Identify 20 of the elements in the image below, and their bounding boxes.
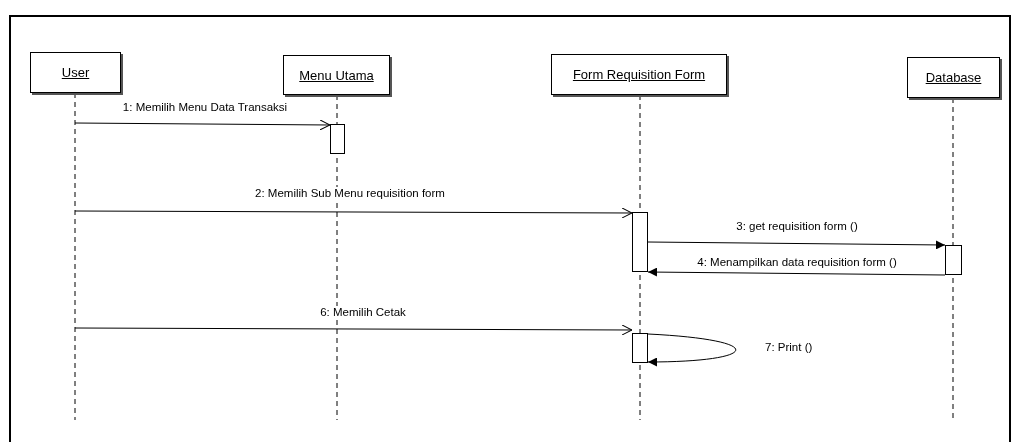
message-label: 2: Memilih Sub Menu requisition form [255,187,445,200]
activation-bar [330,124,345,154]
message-arrow [647,267,946,277]
message-arrow [647,240,946,250]
message-arrow [74,119,331,131]
message-label: 7: Print () [765,341,813,354]
participant-box: Database [907,57,1000,98]
message-label: 4: Menampilkan data requisition form () [697,256,897,269]
participant-box: Form Requisition Form [551,54,727,95]
participant-box: User [30,52,121,93]
activation-bar [632,212,648,272]
activation-bar [945,245,962,275]
message-label: 1: Memilih Menu Data Transaksi [122,101,288,114]
message-arrow [74,324,633,336]
message-label: 6: Memilih Cetak [320,306,406,319]
activation-bar [632,333,648,363]
message-arrow [74,207,633,219]
message-label: 3: get requisition form () [736,220,858,233]
participant-box: Menu Utama [283,55,390,95]
self-message-arrow [647,333,737,367]
